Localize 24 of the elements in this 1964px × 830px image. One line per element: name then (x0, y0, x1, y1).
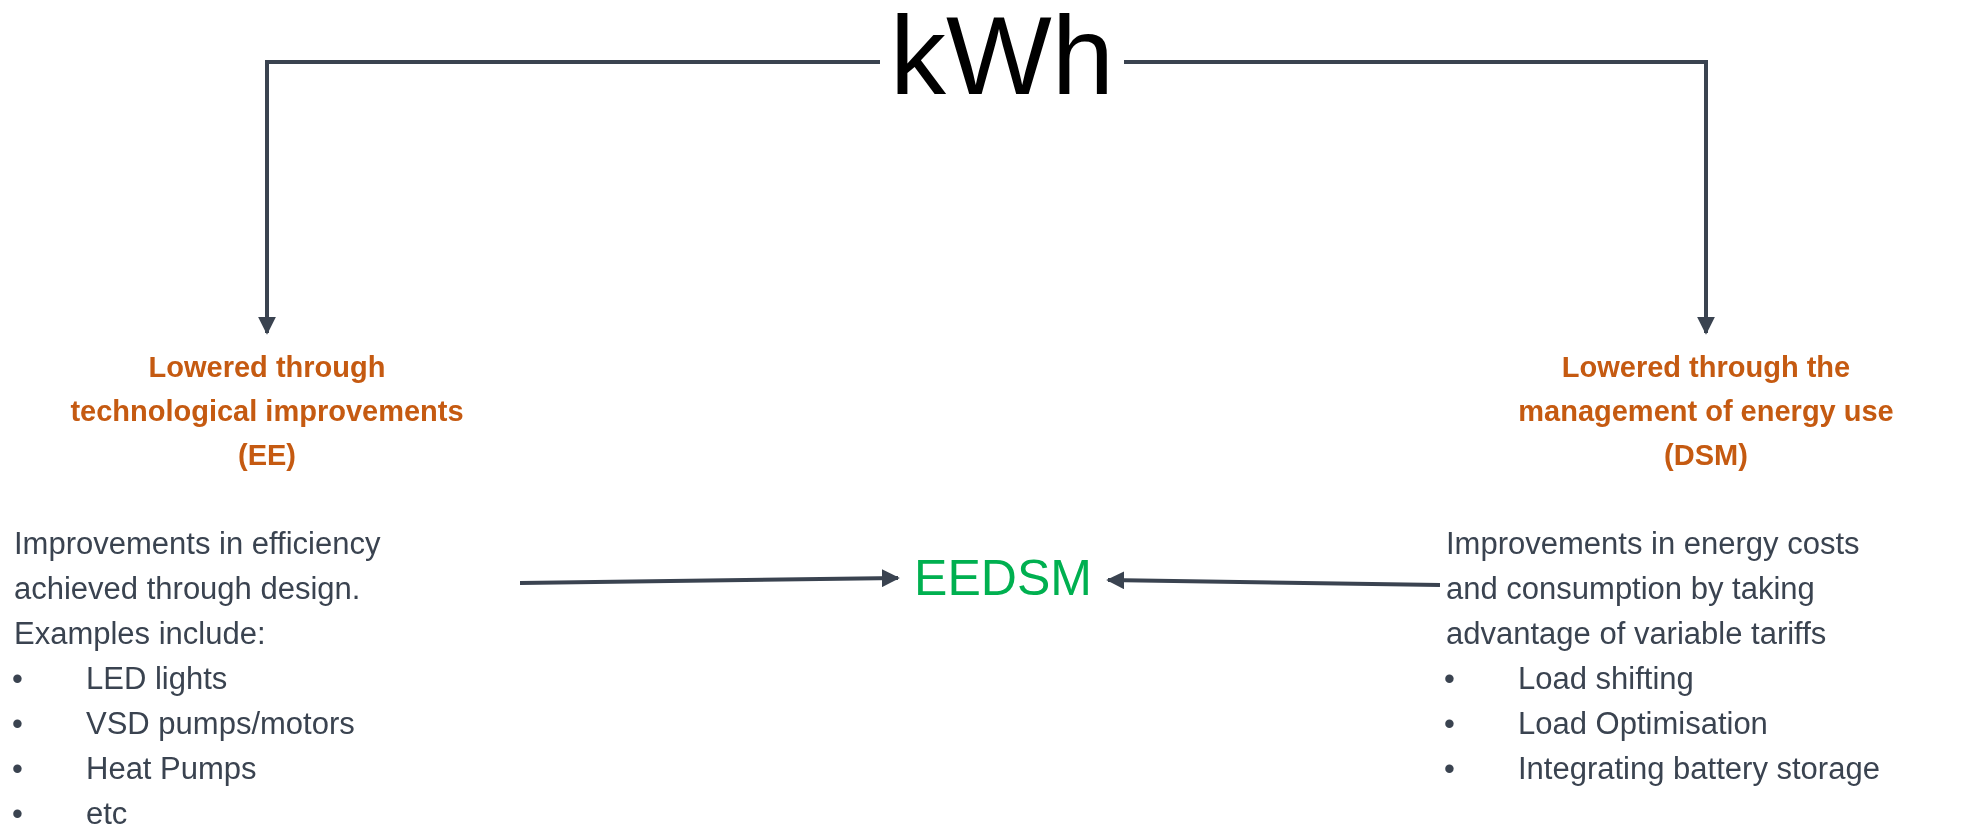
arrow (1106, 571, 1441, 590)
bullet-item: etc (86, 795, 128, 830)
bullet-mark: • (11, 705, 24, 743)
bullet-mark: • (11, 795, 24, 830)
bullet-item: Integrating battery storage (1518, 750, 1880, 788)
bullet-mark: • (1443, 660, 1456, 698)
bullet-mark: • (1443, 750, 1456, 788)
unit-title: kWh (880, 0, 1124, 112)
description-text: Improvements in energy costs and consumption by taking advantage of variable tariffs (1445, 525, 1861, 653)
bullet-item: Load Optimisation (1518, 705, 1768, 743)
description-text: Improvements in efficiency achieved through design. Examples include: (13, 525, 382, 653)
bullet-item: VSD pumps/motors (86, 705, 355, 743)
arrow (1124, 60, 1715, 335)
arrow (519, 569, 900, 588)
bullet-item: LED lights (86, 660, 228, 698)
bullet-mark: • (11, 750, 24, 788)
section-heading: Lowered through technological improvements (EE) (69, 350, 465, 473)
center-label: EEDSM (898, 548, 1108, 608)
arrow (258, 60, 880, 335)
bullet-mark: • (11, 660, 24, 698)
bullet-item: Heat Pumps (86, 750, 257, 788)
section-heading: Lowered through the management of energy use (DSM) (1517, 350, 1895, 473)
bullet-mark: • (1443, 705, 1456, 743)
bullet-item: Load shifting (1518, 660, 1694, 698)
